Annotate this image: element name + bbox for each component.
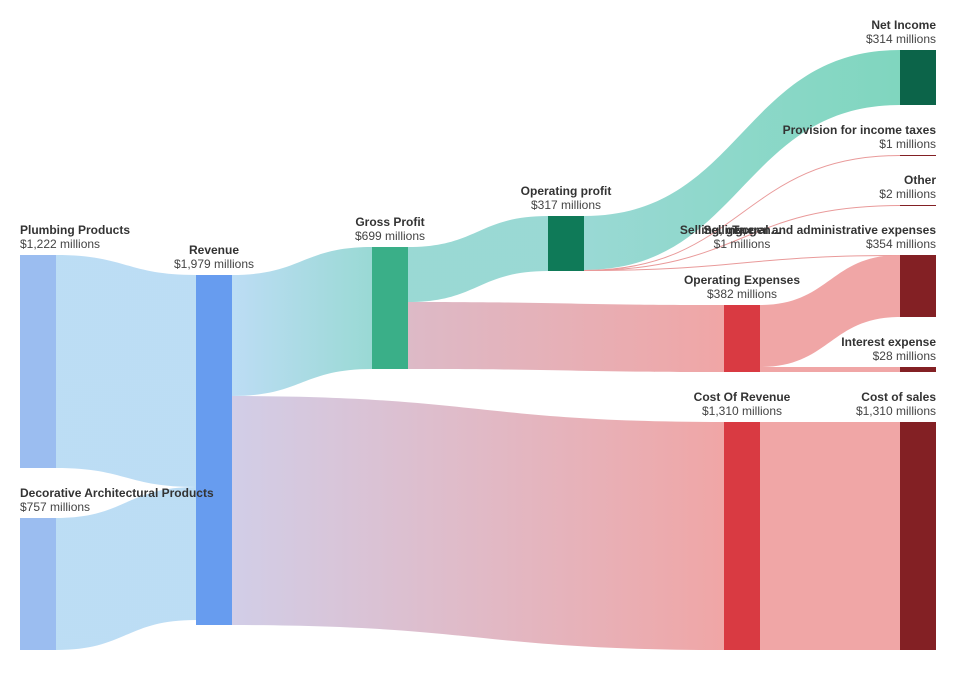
node-bar-other[interactable] — [900, 205, 936, 206]
node-value-decorative: $757 millions — [20, 500, 90, 514]
node-label-gross_profit: Gross Profit — [355, 215, 424, 229]
node-value-interest: $28 millions — [873, 349, 936, 363]
node-label-plumbing: Plumbing Products — [20, 223, 130, 237]
flow-link-plumbing-to-revenue — [56, 255, 196, 487]
flow-link-revenue-to-gross_profit — [232, 247, 372, 396]
sankey-labels: Plumbing Products$1,222 millionsDecorati… — [20, 18, 936, 514]
node-bar-revenue[interactable] — [196, 275, 232, 625]
flow-link-cost_of_revenue-to-cost_of_sales — [760, 422, 900, 650]
flow-link-operating_expenses-to-interest — [760, 367, 900, 372]
node-value-revenue: $1,979 millions — [174, 257, 254, 271]
flow-link-operating_profit-to-net_income — [584, 50, 900, 270]
node-value-net_income: $314 millions — [866, 32, 936, 46]
node-bar-operating_expenses[interactable] — [724, 305, 760, 372]
flow-link-gross_profit-to-operating_expenses — [408, 302, 724, 372]
node-bar-net_income[interactable] — [900, 50, 936, 105]
flow-link-operating_profit-to-selling_gen_tax — [583, 255, 901, 271]
node-label-net_income: Net Income — [871, 18, 936, 32]
flow-link-gross_profit-to-operating_profit — [408, 216, 548, 302]
node-label-revenue: Revenue — [189, 243, 239, 257]
node-bar-sga[interactable] — [900, 255, 936, 317]
node-value-gross_profit: $699 millions — [355, 229, 425, 243]
flow-link-operating_profit-to-provision_taxes — [583, 155, 901, 271]
node-label-decorative: Decorative Architectural Products — [20, 486, 214, 500]
node-value-operating_expenses: $382 millions — [707, 287, 777, 301]
node-value-cost_of_sales: $1,310 millions — [856, 404, 936, 418]
flow-link-decorative-to-revenue — [56, 487, 196, 650]
node-label-cost_of_sales: Cost of sales — [861, 390, 936, 404]
node-label-cost_of_revenue: Cost Of Revenue — [694, 390, 791, 404]
node-value-sga: $354 millions — [866, 237, 936, 251]
flow-link-revenue-to-cost_of_revenue — [232, 396, 724, 650]
node-label-operating_profit: Operating profit — [521, 184, 612, 198]
node-bar-plumbing[interactable] — [20, 255, 56, 468]
sankey-links — [56, 50, 901, 650]
node-bar-operating_profit[interactable] — [548, 216, 584, 271]
node-value-operating_profit: $317 millions — [531, 198, 601, 212]
node-value-cost_of_revenue: $1,310 millions — [702, 404, 782, 418]
node-label-operating_expenses: Operating Expenses — [684, 273, 800, 287]
node-bar-provision_taxes[interactable] — [900, 155, 936, 156]
node-value-selling_gen_tax: $1 millions — [714, 237, 771, 251]
node-label-sga: Selling, general and administrative expe… — [680, 223, 936, 237]
node-label-interest: Interest expense — [841, 335, 936, 349]
node-bar-decorative[interactable] — [20, 518, 56, 650]
node-value-other: $2 millions — [879, 187, 936, 201]
node-value-plumbing: $1,222 millions — [20, 237, 100, 251]
node-bar-cost_of_sales[interactable] — [900, 422, 936, 650]
sankey-nodes — [20, 50, 936, 650]
node-value-provision_taxes: $1 millions — [879, 137, 936, 151]
node-overlay-label-selling_gen_tax: Tax — [732, 223, 752, 237]
node-label-provision_taxes: Provision for income taxes — [783, 123, 937, 137]
node-bar-gross_profit[interactable] — [372, 247, 408, 369]
flow-link-operating_expenses-to-sga — [760, 255, 900, 367]
node-label-other: Other — [904, 173, 936, 187]
node-label-selling_gen_tax: Selling, gen... — [703, 223, 780, 237]
flow-link-operating_profit-to-other — [583, 205, 901, 271]
node-bar-interest[interactable] — [900, 367, 936, 372]
node-bar-cost_of_revenue[interactable] — [724, 422, 760, 650]
